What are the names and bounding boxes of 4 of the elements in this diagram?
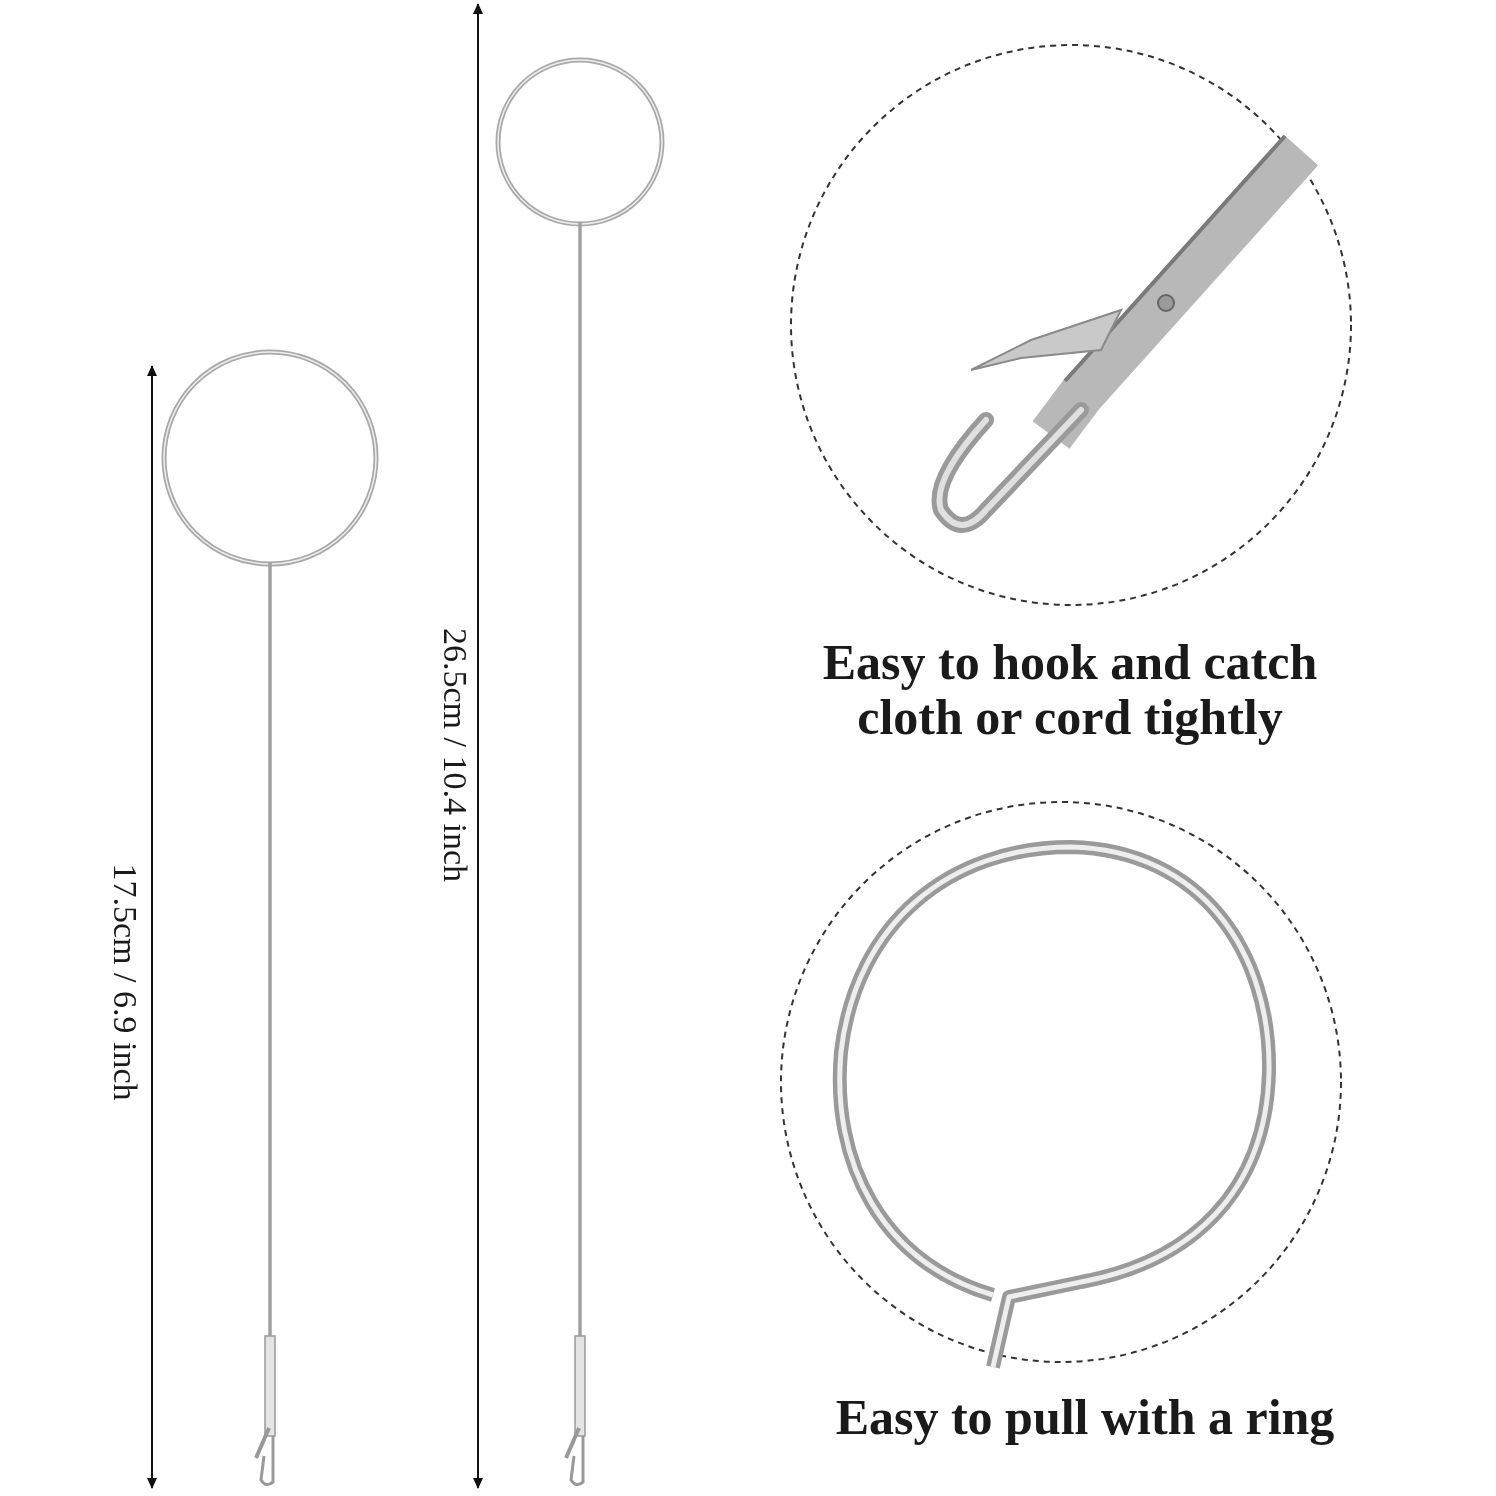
dimension-label: 26.5cm / 10.4 inch — [436, 628, 474, 882]
node-label: Easy to hook and catch cloth or cord tightly — [821, 635, 1319, 745]
dimension-label: 17.5cm / 6.9 inch — [106, 863, 144, 1101]
node-label: Easy to pull with a ring — [834, 1390, 1336, 1445]
